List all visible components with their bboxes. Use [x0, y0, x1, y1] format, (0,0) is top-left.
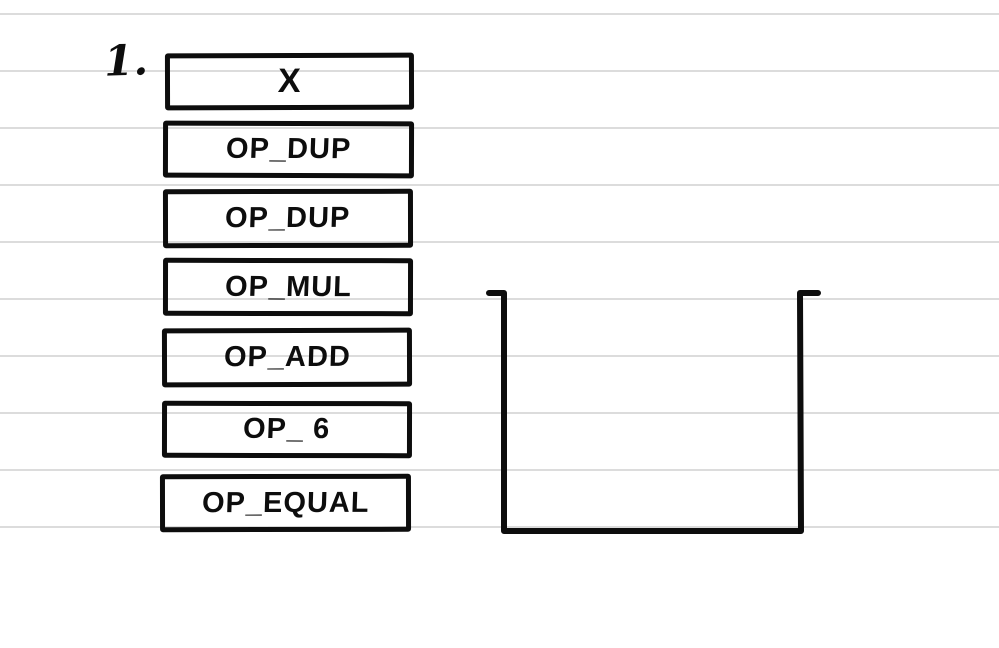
opcode-box-op-add: OP_ADD — [161, 327, 413, 388]
opcode-text-op-equal: OP_EQUAL — [201, 486, 370, 519]
ruled-line — [0, 70, 999, 72]
opcode-box-op-6: OP_ 6 — [161, 400, 413, 459]
ruled-line — [0, 127, 999, 129]
opcode-box-op-dup-1: OP_DUP — [162, 120, 415, 179]
ruled-line — [0, 469, 999, 471]
opcode-box-x: X — [164, 52, 415, 111]
ruled-line — [0, 298, 999, 300]
ruled-line — [0, 412, 999, 414]
ruled-line — [0, 241, 999, 243]
ruled-line — [0, 184, 999, 186]
ruled-line — [0, 355, 999, 357]
opcode-text-op-dup-2: OP_DUP — [224, 201, 352, 235]
opcode-text-op-mul: OP_MUL — [224, 270, 353, 303]
opcode-text-op-add: OP_ADD — [223, 340, 351, 374]
opcode-text-op-dup-1: OP_DUP — [225, 132, 352, 166]
opcode-box-op-dup-2: OP_DUP — [162, 188, 414, 249]
ruled-line — [0, 526, 999, 528]
step-label: 1. — [103, 35, 149, 86]
opcode-box-op-mul: OP_MUL — [162, 257, 414, 317]
opcode-text-x: X — [277, 61, 302, 101]
opcode-text-op-6: OP_ 6 — [242, 412, 332, 446]
empty-stack-bracket — [486, 290, 821, 534]
opcode-box-op-equal: OP_EQUAL — [159, 473, 412, 533]
ruled-line — [0, 13, 999, 15]
